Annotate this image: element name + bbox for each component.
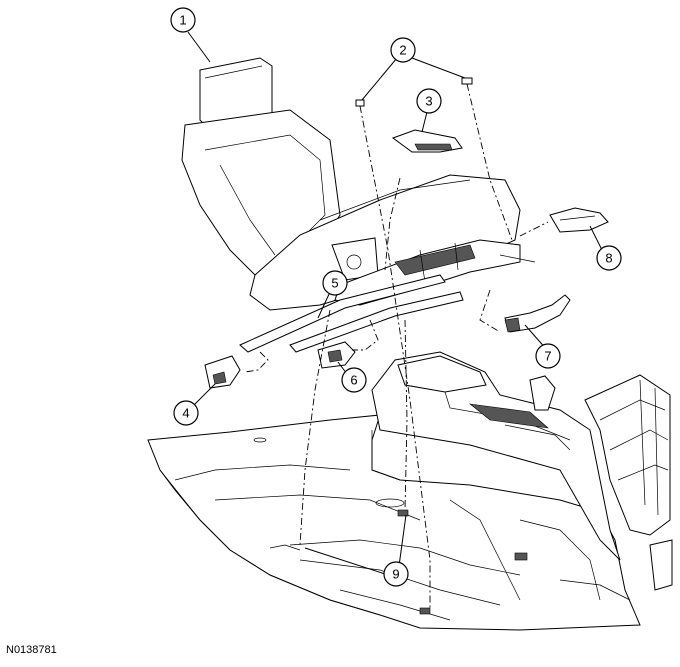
callout-8-label: 8 [605, 251, 612, 266]
callout-9: 9 [383, 561, 409, 587]
callout-7: 7 [535, 343, 561, 369]
track-cover-front [549, 207, 609, 233]
alignment-lines [244, 83, 549, 610]
harness-connector [504, 294, 571, 333]
callout-7-label: 7 [544, 349, 551, 364]
callout-5: 5 [322, 270, 348, 296]
callout-2: 2 [390, 37, 416, 63]
callout-1: 1 [170, 7, 196, 33]
callout-5-label: 5 [331, 276, 338, 291]
figure-id: N0138781 [6, 644, 57, 656]
seat-bolts-upper [355, 77, 473, 107]
callout-8: 8 [596, 245, 622, 271]
bolt-cover [391, 129, 463, 153]
callout-3: 3 [416, 88, 442, 114]
callout-6: 6 [341, 367, 367, 393]
callout-2-label: 2 [399, 43, 406, 58]
track-cover-rear-outboard [204, 355, 241, 389]
callout-3-label: 3 [425, 94, 432, 109]
callout-9-label: 9 [392, 567, 399, 582]
callout-4-label: 4 [182, 406, 189, 421]
track-cover-rear-inboard [317, 341, 356, 369]
center-console [371, 351, 621, 561]
callout-6-label: 6 [350, 373, 357, 388]
instrument-panel [584, 374, 673, 591]
callout-1-label: 1 [179, 13, 186, 28]
callout-4: 4 [173, 400, 199, 426]
seat-assembly [181, 57, 536, 353]
floor-pan [147, 414, 641, 631]
